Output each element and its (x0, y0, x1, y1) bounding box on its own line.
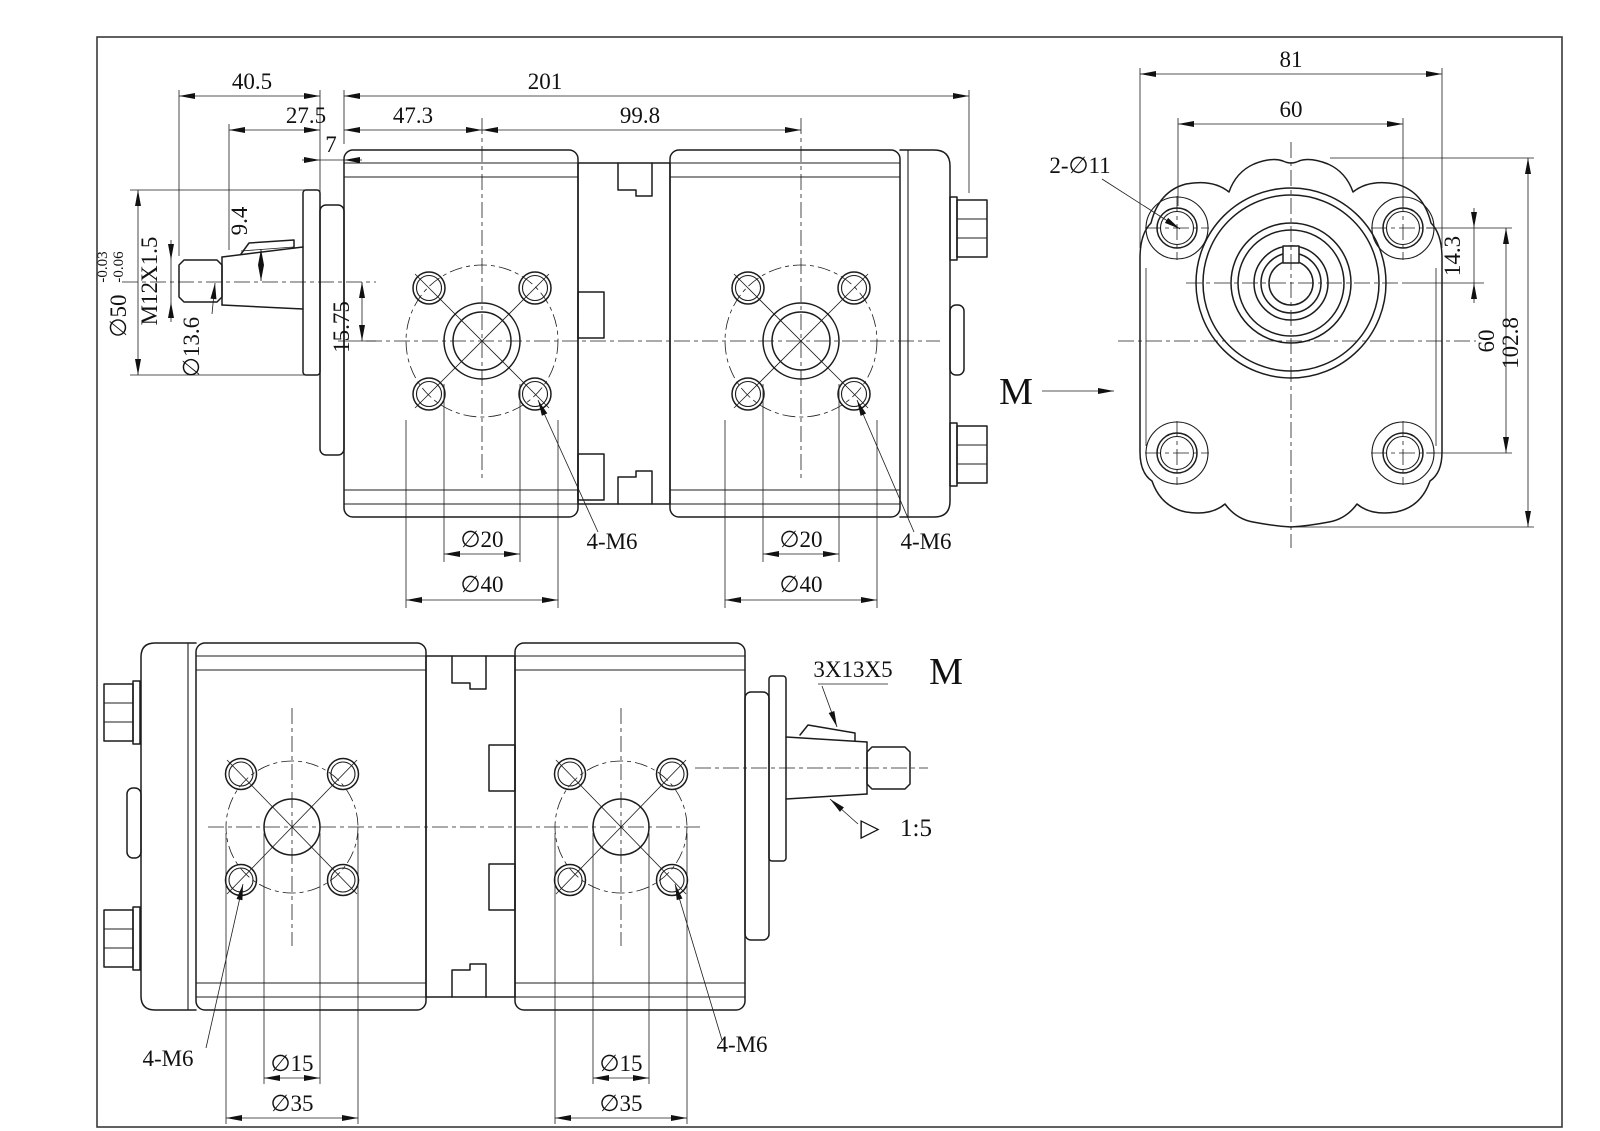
drawing-frame (96, 36, 1563, 1128)
side-view-dimensions: 40.5 201 27.5 47.3 99.8 7 ∅50 -0.03 -0.0… (95, 69, 970, 608)
dim-port-inner-a: ∅15 (270, 1051, 313, 1076)
view-label-m-bottom: M (929, 651, 963, 693)
front-view-geometry (1118, 142, 1476, 548)
note-port-bolts-b: 4-M6 (716, 1032, 767, 1057)
dim-port-circle-inner-1: ∅20 (460, 527, 503, 552)
dim-pilot-tol-lower: -0.06 (111, 251, 127, 283)
dim-shaft-length: 40.5 (232, 69, 272, 94)
dim-port-inner-b: ∅15 (599, 1051, 642, 1076)
dim-port-outer-b: ∅35 (599, 1091, 642, 1116)
dim-axis-offset: 15.75 (329, 301, 354, 353)
note-port-bolts-a: 4-M6 (142, 1046, 193, 1071)
dim-pilot-tol-upper: -0.03 (95, 251, 111, 282)
side-view-geometry (122, 118, 988, 518)
dim-hole-spacing-v: 60 (1474, 330, 1499, 353)
note-key-spec: 3X13X5 (813, 657, 892, 682)
note-taper-ratio: 1:5 (900, 815, 932, 842)
side-view: 40.5 201 27.5 47.3 99.8 7 ∅50 -0.03 -0.0… (95, 69, 988, 608)
note-port-bolts-1: 4-M6 (586, 529, 637, 554)
dim-port-circle-inner-2: ∅20 (779, 527, 822, 552)
dim-hole-offset: 14.3 (1440, 236, 1465, 276)
bottom-view: 3X13X5 M ▷ 1:5 4-M6 4-M6 ∅15 ∅35 (103, 642, 963, 1124)
note-port-bolts-2: 4-M6 (900, 529, 951, 554)
dim-taper-dia: ∅13.6 (179, 317, 204, 377)
dim-width: 81 (1280, 47, 1303, 72)
taper-symbol: ▷ (860, 815, 880, 842)
dim-hole-spacing-h: 60 (1280, 97, 1303, 122)
dim-port-circle-outer-2: ∅40 (779, 572, 822, 597)
dim-body-length: 201 (528, 69, 563, 94)
bottom-view-geometry (103, 642, 928, 1011)
note-mount-holes: 2-∅11 (1049, 153, 1110, 178)
bottom-view-dimensions: 3X13X5 M ▷ 1:5 4-M6 4-M6 ∅15 ∅35 (142, 651, 963, 1124)
front-view-dimensions: 81 60 2-∅11 14.3 60 102.8 (999, 47, 1534, 528)
front-view: 81 60 2-∅11 14.3 60 102.8 (999, 47, 1534, 548)
dim-flange-thickness: 7 (325, 132, 337, 157)
view-label-m: M (999, 371, 1033, 413)
dim-pilot-dia: ∅50 (106, 294, 131, 337)
dim-height: 102.8 (1498, 317, 1523, 369)
dim-thread: M12X1.5 (137, 237, 162, 326)
dim-key-height: 9.4 (227, 206, 252, 235)
dim-port-circle-outer-1: ∅40 (460, 572, 503, 597)
dim-port-outer-a: ∅35 (270, 1091, 313, 1116)
dim-stage2-center: 99.8 (620, 103, 660, 128)
dim-stage1-center: 47.3 (393, 103, 433, 128)
dim-taper-length: 27.5 (286, 103, 326, 128)
